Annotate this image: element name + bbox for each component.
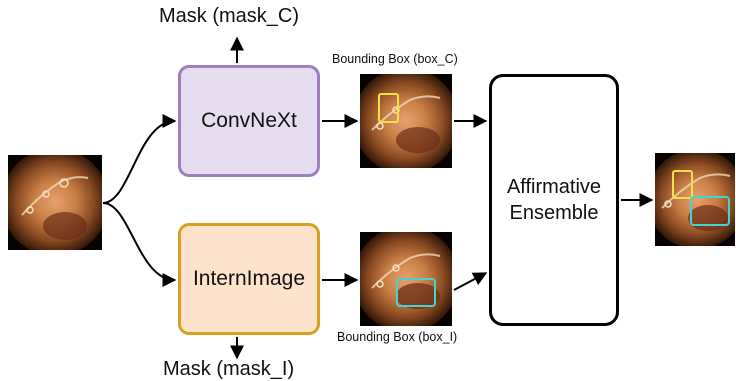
internimage-box: InternImage	[178, 223, 320, 335]
mask-c-label: Mask (mask_C)	[159, 5, 300, 27]
arrow-bbox-i-to-ensemble	[453, 272, 488, 291]
mask-i-label: Mask (mask_I)	[163, 358, 295, 380]
output-image	[655, 153, 735, 246]
output-bbox-i-rectangle	[690, 196, 730, 226]
bbox-c-label: Bounding Box (box_C)	[332, 52, 458, 66]
input-endoscopy-image	[8, 155, 102, 250]
convnext-box: ConvNeXt	[178, 65, 320, 177]
arrow-input-to-convnext	[102, 114, 177, 204]
convnext-label: ConvNeXt	[201, 109, 297, 132]
arrow-input-to-internimage	[102, 202, 177, 287]
bbox-c-rectangle	[378, 93, 399, 123]
bbox-c-image	[360, 74, 452, 168]
ensemble-label: Affirmative Ensemble	[506, 176, 602, 224]
output-bbox-c-rectangle	[672, 170, 693, 199]
internimage-label: InternImage	[192, 267, 306, 290]
affirmative-ensemble-box: Affirmative Ensemble	[489, 74, 619, 326]
bbox-i-rectangle	[396, 278, 436, 307]
bbox-i-label: Bounding Box (box_I)	[337, 330, 458, 344]
